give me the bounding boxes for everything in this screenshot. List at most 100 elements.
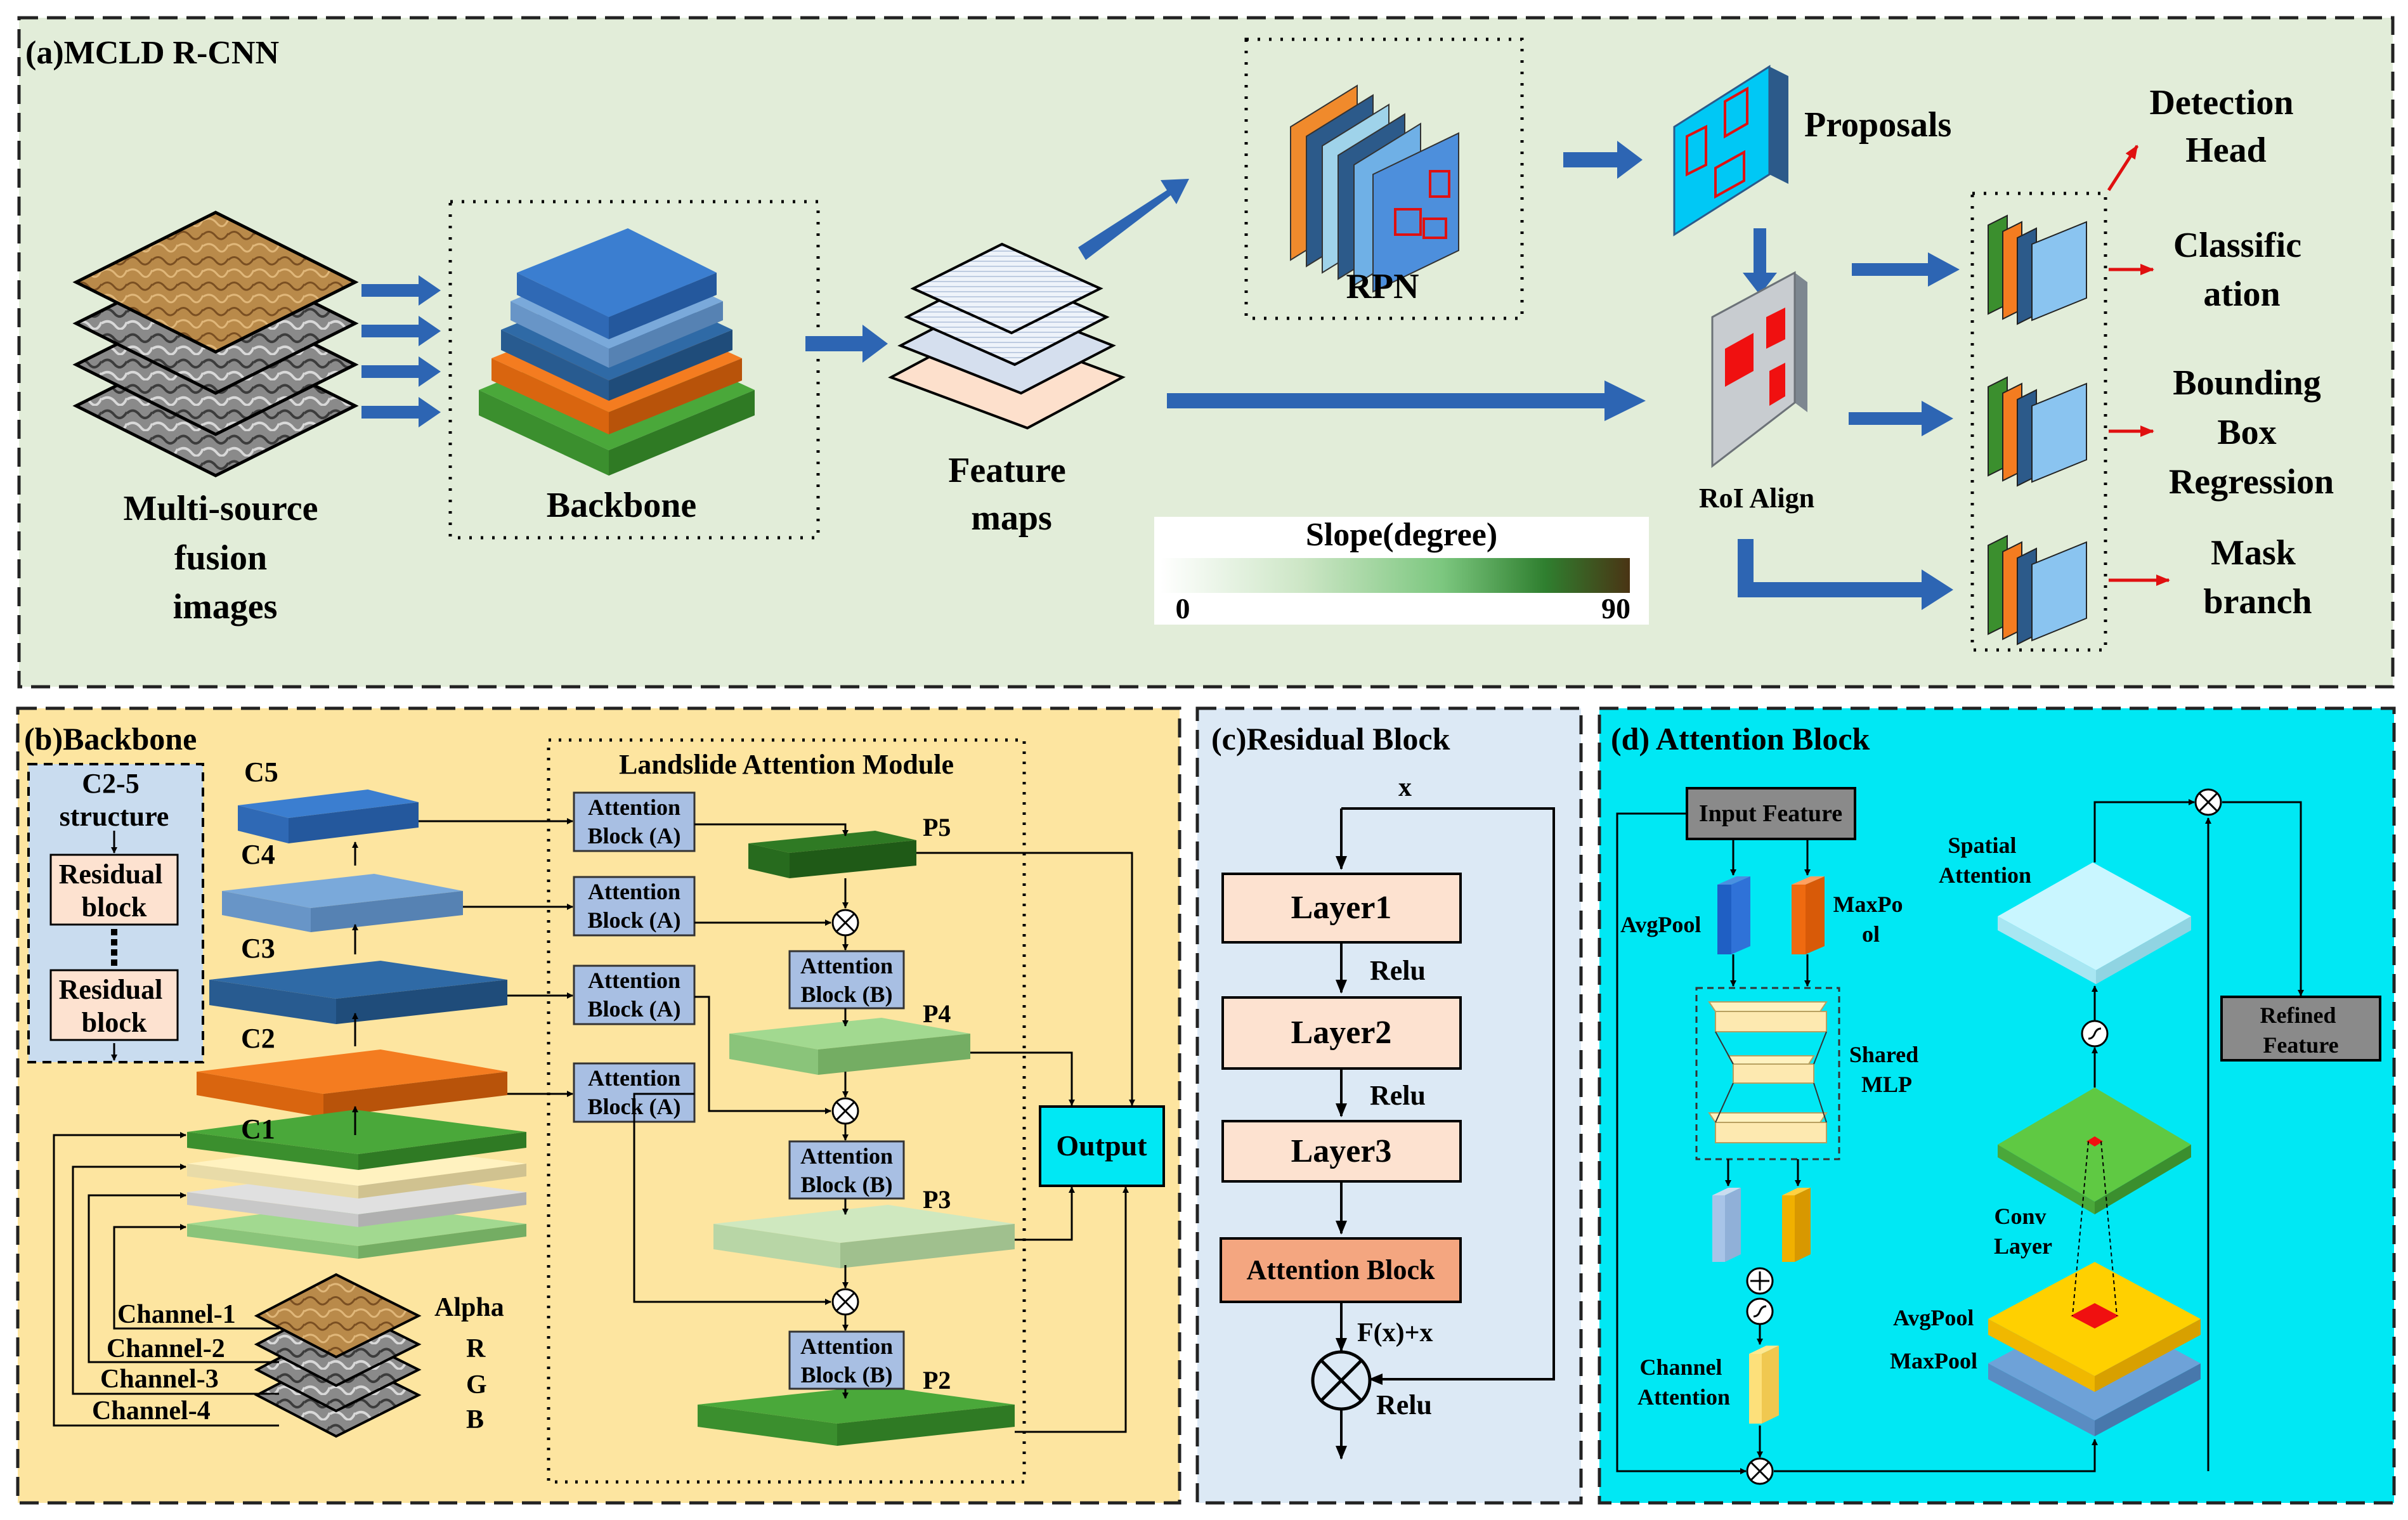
conv-layer-slab xyxy=(1998,1088,2191,1214)
bbox-regression-label: Bounding Box Regression xyxy=(2169,363,2334,502)
p3-slab xyxy=(713,1205,1015,1268)
c-to-attention-lines xyxy=(419,818,573,1097)
panel-c xyxy=(1195,706,1583,1505)
shared-mlp-label: Shared MLP xyxy=(1849,1042,1924,1097)
x-label: x xyxy=(1398,773,1412,802)
shared-mlp-box xyxy=(1695,987,1840,1160)
detection-head-label: Detection Head xyxy=(2149,83,2302,170)
arrow-backbone-features xyxy=(805,325,888,363)
feature-maps-label: Feature maps xyxy=(948,451,1075,538)
c4-slab xyxy=(222,874,463,932)
band-r: R xyxy=(466,1334,486,1363)
channel-routing-lines xyxy=(53,1132,279,1427)
avgpool-bar xyxy=(1717,876,1750,954)
slope-colorbar: Slope(degree) 0 90 xyxy=(1154,517,1649,625)
c2-label: C2 xyxy=(241,1023,275,1054)
module-flow-lines xyxy=(633,823,849,1399)
layer1-label: Layer1 xyxy=(1291,890,1392,926)
panel-c-title: (c)Residual Block xyxy=(1211,721,1450,757)
input-image-stack xyxy=(72,211,359,477)
layer3-box xyxy=(1221,1120,1462,1183)
residual-multiply-node xyxy=(1311,1350,1372,1411)
p5-label: P5 xyxy=(923,813,951,841)
rpn-label: RPN xyxy=(1346,267,1419,306)
channel-3-label: Channel-3 xyxy=(100,1365,219,1394)
sigmoid-node-1 xyxy=(1746,1297,1774,1325)
add-node xyxy=(1746,1267,1774,1295)
colorbar-max: 90 xyxy=(1601,592,1630,625)
maxpool-bar xyxy=(1792,876,1825,954)
feature-maps-stack xyxy=(888,242,1126,430)
refined-feature-label: Refined Feature xyxy=(2260,1003,2342,1058)
conv-layer-label: Conv Layer xyxy=(1994,1204,2052,1259)
avgpool-small-label: AvgPool xyxy=(1893,1305,1974,1330)
layer2-box xyxy=(1221,996,1462,1070)
c4-label: C4 xyxy=(241,839,275,870)
head-bbox-stack xyxy=(1988,376,2087,487)
arrow-proposals-roi xyxy=(1743,228,1777,295)
p2-label: P2 xyxy=(923,1366,951,1394)
channel-attention-bar xyxy=(1749,1346,1779,1424)
proposals-label: Proposals xyxy=(1804,105,1951,145)
input-feature-label: Input Feature xyxy=(1699,800,1842,827)
input-images-label: Multi-source fusion images xyxy=(124,489,327,627)
refined-feature-box xyxy=(2220,996,2381,1062)
backbone-label: Backbone xyxy=(547,486,697,525)
attention-flow-lines xyxy=(1616,799,2304,1474)
channel-2-label: Channel-2 xyxy=(107,1334,225,1363)
mask-branch-label: Mask branch xyxy=(2203,533,2312,621)
c5-label: C5 xyxy=(244,757,278,788)
pool-slabs xyxy=(1988,1262,2201,1436)
roi-align-map xyxy=(1711,271,1807,469)
roi-align-label: RoI Align xyxy=(1699,483,1814,514)
c5-slab xyxy=(238,789,419,843)
conv-receptive-lines xyxy=(2072,1141,2118,1316)
sigmoid-node-2 xyxy=(2081,1020,2109,1048)
arrow-rpn-proposals xyxy=(1563,141,1643,179)
output-box xyxy=(1039,1105,1165,1187)
layer2-label: Layer2 xyxy=(1291,1015,1392,1051)
p5-slab xyxy=(748,831,916,878)
head-classification-stack xyxy=(1988,214,2087,325)
channel-image-stack xyxy=(254,1273,422,1438)
backbone-box xyxy=(448,200,820,540)
residual-flow-lines xyxy=(1336,807,1555,1460)
attention-block-box xyxy=(1220,1237,1462,1303)
avgpool-label: AvgPool xyxy=(1620,912,1701,937)
spatial-attention-label: Spatial Attention xyxy=(1939,833,2031,888)
relu-label-2: Relu xyxy=(1370,1080,1426,1111)
panel-a-title: (a)MCLD R-CNN xyxy=(25,35,279,71)
residual-block-2 xyxy=(49,969,179,1041)
p4-label: P4 xyxy=(923,999,951,1028)
attention-block-label: Attention Block xyxy=(1247,1254,1436,1285)
arrow-roi-mask xyxy=(1738,539,1953,610)
relu-label-3: Relu xyxy=(1376,1389,1432,1420)
to-output-lines xyxy=(916,852,1135,1433)
residual-block-2-label: Residual block xyxy=(59,974,170,1038)
channel-multiply-node xyxy=(1746,1457,1774,1485)
band-b: B xyxy=(466,1405,484,1434)
maxpool-label: MaxPo ol xyxy=(1833,892,1909,947)
c1-stack xyxy=(187,1110,526,1259)
backbone-stack xyxy=(479,228,755,476)
arrow-features-roi xyxy=(1167,380,1646,421)
arrow-roi-bbox xyxy=(1849,401,1953,436)
channel-4-label: Channel-4 xyxy=(92,1396,211,1426)
mlp-out-blue xyxy=(1712,1188,1741,1262)
proposals-map xyxy=(1673,65,1788,237)
fx-label: F(x)+x xyxy=(1357,1318,1433,1348)
spatial-multiply-node xyxy=(2194,788,2222,816)
c25-structure-title: C2-5 structure xyxy=(60,768,169,832)
channel-attention-label: Channel Attention xyxy=(1637,1354,1730,1410)
panel-d-title: (d) Attention Block xyxy=(1611,721,1870,757)
band-alpha: Alpha xyxy=(434,1293,504,1322)
